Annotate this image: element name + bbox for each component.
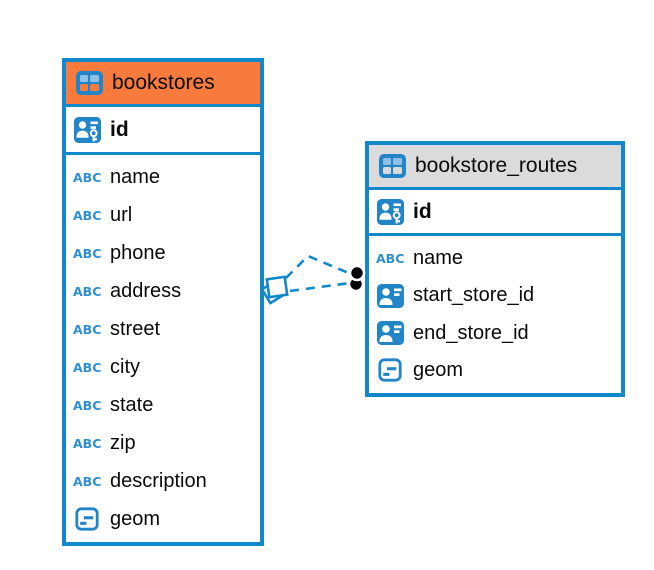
field-label: url: [110, 204, 133, 227]
primary-key-icon: [376, 198, 404, 225]
person-ref-icon: [376, 283, 404, 308]
table-bookstores-header[interactable]: bookstores: [66, 62, 260, 107]
person-ref-icon: [376, 321, 404, 346]
table-title: bookstore_routes: [415, 154, 578, 177]
field-row-description[interactable]: ABC description: [66, 462, 260, 500]
abc-icon: ABC: [73, 170, 102, 186]
abc-icon: ABC: [73, 246, 102, 262]
primary-key-icon: [73, 116, 101, 143]
field-row-phone[interactable]: ABC phone: [66, 235, 260, 273]
field-row-address[interactable]: ABC address: [66, 273, 260, 311]
pk-label: id: [110, 117, 129, 141]
field-list: ABC name ABC url ABC phone ABC address A…: [66, 155, 260, 542]
field-label: phone: [110, 242, 166, 265]
field-row-name[interactable]: ABC name: [369, 240, 621, 277]
relationship-line-1[interactable]: [285, 254, 352, 279]
table-bookstore-routes[interactable]: bookstore_routes id ABC name: [365, 141, 625, 397]
geometry-icon: [376, 358, 404, 382]
field-row-geom[interactable]: geom: [369, 352, 621, 389]
field-label: street: [110, 318, 161, 341]
field-row-geom[interactable]: geom: [66, 500, 260, 538]
pk-row-id[interactable]: id: [369, 190, 621, 236]
abc-icon: ABC: [73, 397, 102, 413]
field-label: description: [110, 469, 207, 492]
abc-icon: ABC: [73, 208, 102, 224]
dot-end-markers[interactable]: [347, 264, 366, 293]
field-label: geom: [110, 507, 161, 530]
field-label: geom: [413, 358, 464, 381]
field-label: address: [110, 280, 182, 303]
field-row-start-store-id[interactable]: start_store_id: [369, 277, 621, 314]
abc-icon: ABC: [73, 322, 102, 338]
field-label: city: [110, 355, 140, 378]
pk-label: id: [413, 199, 432, 223]
abc-icon: ABC: [73, 473, 102, 489]
abc-icon: ABC: [376, 251, 405, 267]
relationship-line-2[interactable]: [289, 281, 351, 293]
field-row-state[interactable]: ABC state: [66, 386, 260, 424]
field-label: state: [110, 393, 154, 416]
table-icon: [378, 154, 406, 178]
abc-icon: ABC: [73, 284, 102, 300]
abc-icon: ABC: [73, 435, 102, 451]
field-row-name[interactable]: ABC name: [66, 159, 260, 197]
table-icon: [75, 71, 103, 95]
geometry-icon: [73, 507, 101, 531]
field-label: start_store_id: [413, 284, 535, 307]
field-label: name: [110, 166, 161, 189]
field-label: name: [413, 247, 464, 270]
field-row-zip[interactable]: ABC zip: [66, 424, 260, 462]
field-label: end_store_id: [413, 321, 529, 344]
field-list: ABC name start_store_id: [369, 236, 621, 393]
field-row-end-store-id[interactable]: end_store_id: [369, 315, 621, 352]
diamond-end-marker[interactable]: [260, 275, 289, 305]
abc-icon: ABC: [73, 359, 102, 375]
table-bookstores[interactable]: bookstores id ABC name: [62, 58, 264, 546]
table-title: bookstores: [112, 71, 215, 94]
field-row-url[interactable]: ABC url: [66, 197, 260, 235]
field-row-city[interactable]: ABC city: [66, 349, 260, 387]
field-label: zip: [110, 431, 136, 454]
field-row-street[interactable]: ABC street: [66, 311, 260, 349]
pk-row-id[interactable]: id: [66, 107, 260, 155]
table-bookstore-routes-header[interactable]: bookstore_routes: [369, 145, 621, 190]
